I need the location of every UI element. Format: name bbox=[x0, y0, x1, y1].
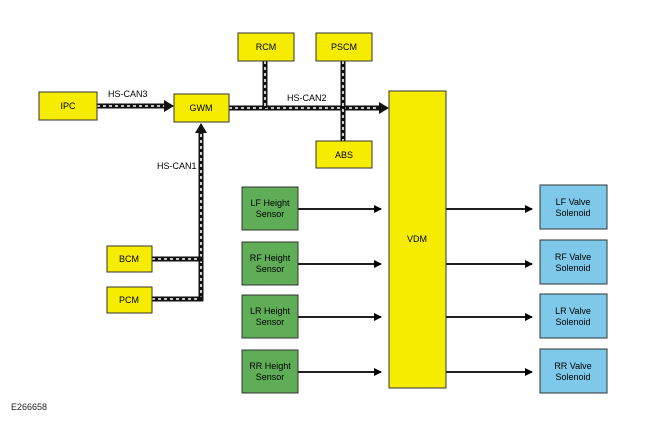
module-pcm: PCM bbox=[106, 286, 153, 314]
module-vdm-label: VDM bbox=[407, 234, 427, 244]
module-rcm-label: RCM bbox=[256, 42, 277, 52]
module-gwm-label: GWM bbox=[190, 103, 213, 113]
hs-can3-bus bbox=[97, 100, 174, 112]
solenoid-lf: LF Valve Solenoid bbox=[539, 184, 608, 230]
sensor-rf-label-1: RF Height bbox=[250, 253, 291, 263]
module-gwm: GWM bbox=[173, 93, 230, 123]
hs-can2-label: HS-CAN2 bbox=[287, 93, 327, 103]
sensor-lf: LF Height Sensor bbox=[241, 186, 299, 231]
sensor-rf: RF Height Sensor bbox=[241, 241, 299, 286]
solenoid-lf-label-2: Solenoid bbox=[555, 208, 590, 218]
solenoid-wires bbox=[446, 205, 533, 376]
sensor-lr: LR Height Sensor bbox=[241, 294, 299, 339]
solenoid-lr-label-2: Solenoid bbox=[555, 317, 590, 327]
module-abs-label: ABS bbox=[335, 150, 353, 160]
solenoid-lr: LR Valve Solenoid bbox=[539, 293, 608, 339]
sensor-lf-label-1: LF Height bbox=[250, 198, 290, 208]
figure-code: E266658 bbox=[11, 402, 48, 412]
sensor-rr: RR Height Sensor bbox=[241, 349, 299, 394]
module-pcm-label: PCM bbox=[119, 295, 139, 305]
module-pscm-label: PSCM bbox=[331, 42, 357, 52]
solenoid-lr-label-1: LR Valve bbox=[555, 306, 591, 316]
solenoid-rr-label-1: RR Valve bbox=[554, 361, 591, 371]
solenoid-rr-label-2: Solenoid bbox=[555, 372, 590, 382]
solenoid-rr: RR Valve Solenoid bbox=[539, 348, 608, 394]
module-ipc: IPC bbox=[38, 91, 98, 121]
solenoid-rf-label-2: Solenoid bbox=[555, 263, 590, 273]
solenoid-rf-label-1: RF Valve bbox=[555, 252, 591, 262]
sensor-rr-label-1: RR Height bbox=[249, 361, 291, 371]
sensor-wires bbox=[298, 205, 382, 376]
solenoid-lf-label-1: LF Valve bbox=[556, 197, 591, 207]
sensor-rf-label-2: Sensor bbox=[256, 264, 285, 274]
module-rcm: RCM bbox=[237, 32, 295, 62]
hs-can3-label: HS-CAN3 bbox=[108, 89, 148, 99]
sensor-lr-label-2: Sensor bbox=[256, 317, 285, 327]
solenoid-rf: RF Valve Solenoid bbox=[539, 239, 608, 285]
module-bcm: BCM bbox=[106, 245, 153, 273]
module-ipc-label: IPC bbox=[60, 101, 76, 111]
sensor-lr-label-1: LR Height bbox=[250, 306, 291, 316]
sensor-lf-label-2: Sensor bbox=[256, 209, 285, 219]
hs-can1-bus bbox=[152, 123, 207, 302]
module-bcm-label: BCM bbox=[119, 254, 139, 264]
module-pscm: PSCM bbox=[315, 32, 373, 62]
sensor-rr-label-2: Sensor bbox=[256, 372, 285, 382]
hs-can2-bus bbox=[229, 61, 389, 141]
hs-can1-label: HS-CAN1 bbox=[157, 161, 197, 171]
module-vdm: VDM bbox=[388, 90, 447, 389]
module-abs: ABS bbox=[315, 140, 373, 169]
